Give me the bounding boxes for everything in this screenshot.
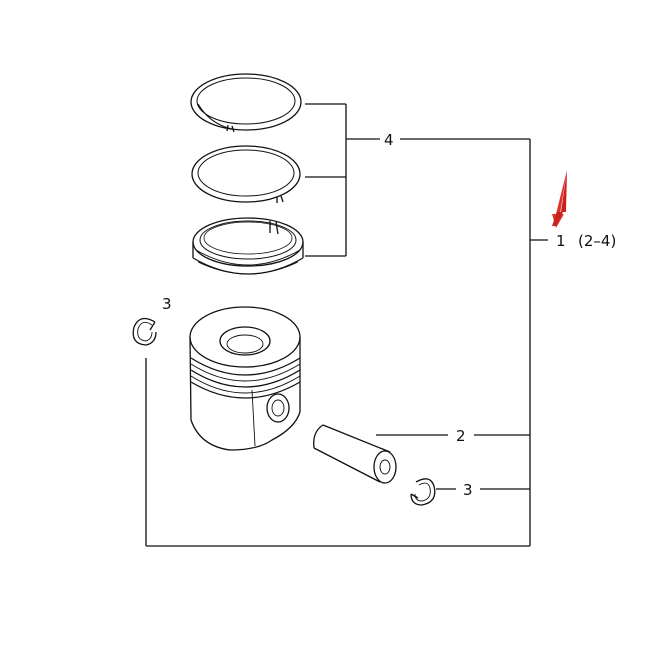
label-assembly: 1 xyxy=(556,232,566,250)
piston-pin[interactable] xyxy=(313,424,397,484)
label-circlip-top: 3 xyxy=(162,295,172,313)
piston[interactable] xyxy=(189,306,301,451)
oil-control-ring[interactable] xyxy=(192,217,304,275)
circlip-right[interactable] xyxy=(410,478,436,506)
label-circlip-bottom: 3 xyxy=(463,481,473,499)
top-compression-ring[interactable] xyxy=(190,73,302,133)
second-compression-ring[interactable] xyxy=(191,145,301,203)
circlip-left[interactable] xyxy=(132,317,157,346)
red-arrow-icon xyxy=(552,170,567,228)
label-assembly-range: (2–4) xyxy=(578,232,616,250)
leader-lines xyxy=(145,103,548,547)
label-rings: 4 xyxy=(384,131,394,149)
label-pin: 2 xyxy=(456,427,466,445)
